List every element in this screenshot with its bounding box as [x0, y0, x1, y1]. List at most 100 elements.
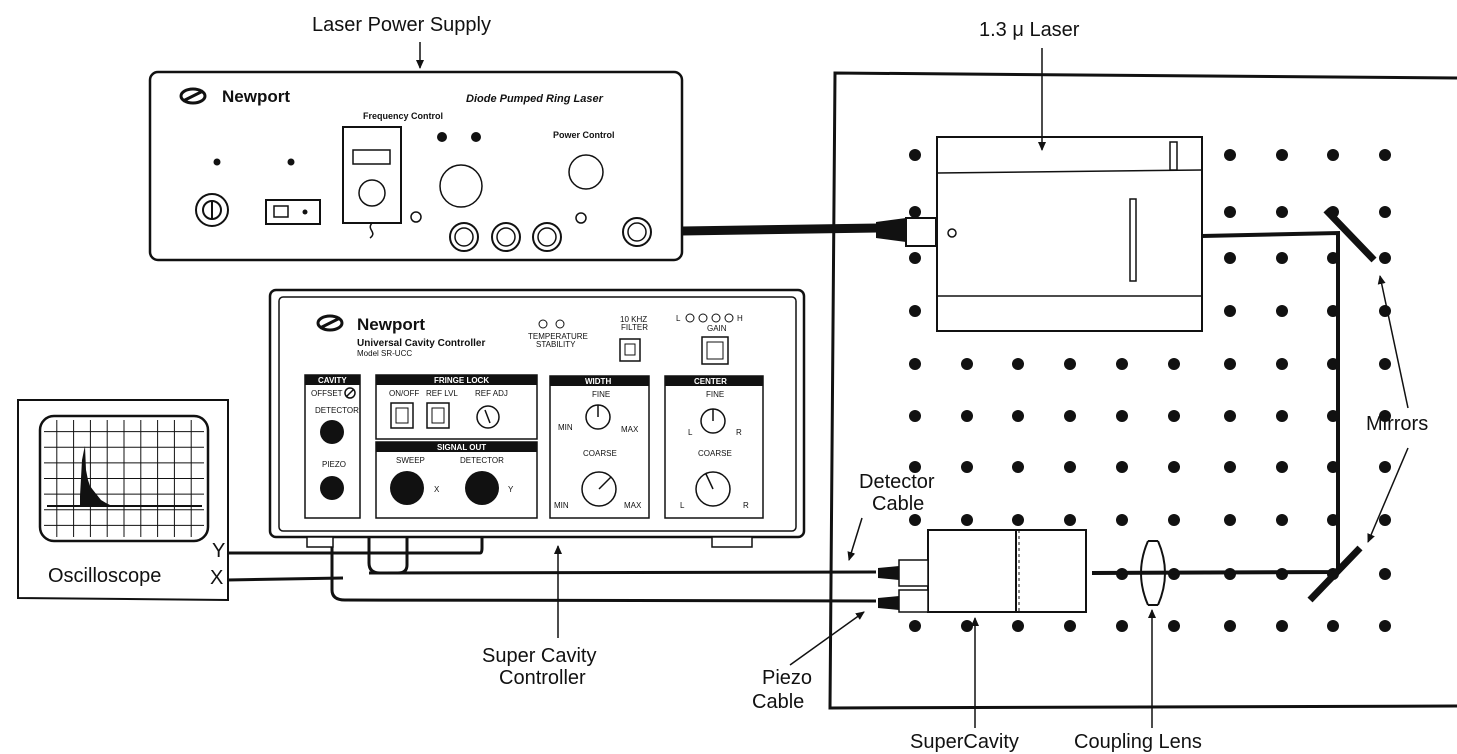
table-hole	[1379, 358, 1391, 370]
power-cable	[681, 223, 879, 236]
table-hole	[1379, 568, 1391, 580]
table-hole	[1064, 620, 1076, 632]
oscilloscope-label: Oscilloscope	[48, 565, 161, 587]
sweep-x-label: X	[434, 485, 440, 494]
table-hole	[1379, 305, 1391, 317]
width-max-label: MAX	[621, 425, 639, 434]
table-hole	[1116, 410, 1128, 422]
center-header: CENTER	[694, 377, 727, 386]
table-hole	[961, 410, 973, 422]
center-r-label: R	[736, 428, 742, 437]
table-hole	[1012, 514, 1024, 526]
table-hole	[1276, 305, 1288, 317]
table-hole	[961, 461, 973, 473]
frequency-knob[interactable]	[439, 164, 483, 208]
laser-label: 1.3 μ Laser	[979, 19, 1080, 41]
table-hole	[1379, 252, 1391, 264]
piezo-label: PIEZO	[322, 460, 346, 469]
table-hole	[909, 252, 921, 264]
width-header: WIDTH	[585, 377, 611, 386]
laser-power-supply: Newport Diode Pumped Ring Laser Frequenc…	[148, 70, 684, 262]
power-knob[interactable]	[568, 154, 604, 190]
controller-label-line2: Controller	[499, 667, 586, 689]
power-control-label: Power Control	[553, 130, 615, 140]
piezo-cable-label-line1: Piezo	[762, 667, 812, 689]
resonance-peak-trace	[80, 446, 112, 506]
detector-y-label: Y	[508, 485, 514, 494]
table-hole	[1064, 461, 1076, 473]
width-fine-label: FINE	[592, 390, 610, 399]
table-hole	[1379, 149, 1391, 161]
width-coarse-max-label: MAX	[624, 501, 642, 510]
filter-label-1: 10 KHZ	[620, 315, 647, 324]
key-switch[interactable]	[195, 193, 229, 227]
cavity-header: CAVITY	[318, 376, 347, 385]
coupling-lens-label: Coupling Lens	[1074, 731, 1202, 753]
gain-low-label: L	[676, 314, 681, 323]
piezo-output-jack[interactable]	[320, 476, 344, 500]
cavity-detector-label: DETECTOR	[315, 406, 359, 415]
table-hole	[1012, 410, 1024, 422]
table-hole	[1168, 620, 1180, 632]
table-hole	[1276, 620, 1288, 632]
piezo-cable-label-line2: Cable	[752, 691, 804, 713]
universal-cavity-controller: Newport Universal Cavity Controller Mode…	[268, 288, 806, 548]
newport-logo-icon	[179, 87, 207, 105]
detector-cable-label-line2: Cable	[872, 493, 924, 515]
center-coarse-l-label: L	[680, 501, 685, 510]
table-hole	[1276, 252, 1288, 264]
power-switch[interactable]	[265, 199, 321, 225]
table-hole	[1116, 514, 1128, 526]
table-hole	[1379, 461, 1391, 473]
table-hole	[1224, 206, 1236, 218]
oscilloscope-x-input: X	[210, 567, 223, 589]
ref-lvl-label: REF LVL	[426, 389, 458, 398]
table-hole	[909, 149, 921, 161]
oscilloscope-y-input: Y	[212, 540, 225, 562]
controller-model: Model SR-UCC	[357, 349, 412, 358]
table-hole	[1224, 358, 1236, 370]
detector-output-jack[interactable]	[465, 471, 499, 505]
frequency-control-panel[interactable]	[342, 126, 402, 239]
table-hole	[1276, 358, 1288, 370]
bnc-connectors[interactable]	[449, 217, 652, 252]
table-hole	[909, 358, 921, 370]
supercavity	[878, 529, 1087, 613]
table-hole	[1116, 461, 1128, 473]
table-hole	[1012, 461, 1024, 473]
table-hole	[1276, 149, 1288, 161]
table-hole	[1379, 620, 1391, 632]
table-hole	[1224, 620, 1236, 632]
table-hole	[1276, 206, 1288, 218]
sweep-output-jack[interactable]	[390, 471, 424, 505]
width-coarse-label: COARSE	[583, 449, 617, 458]
table-hole	[1064, 410, 1076, 422]
signal-out-header: SIGNAL OUT	[437, 443, 486, 452]
signal-cables	[226, 430, 877, 603]
detector-input-jack[interactable]	[320, 420, 344, 444]
table-hole	[909, 514, 921, 526]
stability-label: STABILITY	[536, 340, 576, 349]
table-hole	[1116, 620, 1128, 632]
table-hole	[909, 206, 921, 218]
mirror-top	[1323, 207, 1377, 263]
gain-label: GAIN	[707, 324, 727, 333]
table-hole	[1276, 410, 1288, 422]
mirror-bottom	[1307, 545, 1363, 603]
center-fine-label: FINE	[706, 390, 724, 399]
power-supply-model: Diode Pumped Ring Laser	[466, 93, 604, 105]
table-hole	[1224, 514, 1236, 526]
gain-high-label: H	[737, 314, 743, 323]
coupling-lens	[1140, 540, 1166, 606]
table-hole	[909, 305, 921, 317]
table-hole	[1064, 514, 1076, 526]
table-hole	[909, 461, 921, 473]
table-hole	[909, 410, 921, 422]
table-hole	[961, 514, 973, 526]
table-hole	[1116, 358, 1128, 370]
table-hole	[1379, 410, 1391, 422]
power-supply-brand: Newport	[222, 87, 290, 106]
filter-label-2: FILTER	[621, 323, 648, 332]
laser-beam-path	[1091, 230, 1340, 575]
